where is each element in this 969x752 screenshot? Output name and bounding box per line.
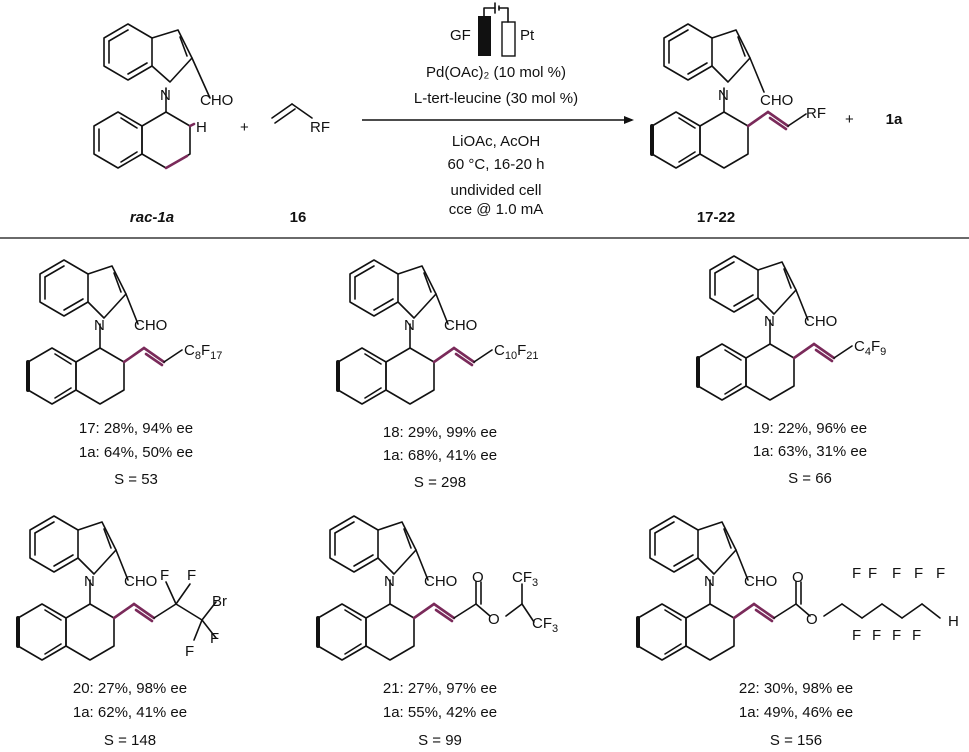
product-18-cho-label: CHO bbox=[444, 317, 477, 334]
reactant-label: rac-1a bbox=[130, 209, 174, 226]
product-20-f4: F bbox=[210, 630, 219, 647]
condition-current: cce @ 1.0 mA bbox=[449, 201, 543, 218]
condition-cell: undivided cell bbox=[451, 182, 542, 199]
alkene-16-structure bbox=[271, 103, 313, 124]
product-17-n-label: N bbox=[94, 317, 105, 334]
reactant-h-label: H bbox=[196, 119, 207, 136]
product-19-yield: 19: 22%, 96% ee bbox=[753, 420, 867, 437]
alkene-label: 16 bbox=[290, 209, 307, 226]
plus-sign-2: + bbox=[845, 111, 854, 128]
product-22-structure bbox=[636, 514, 941, 662]
product-18-yield: 18: 29%, 99% ee bbox=[383, 424, 497, 441]
product-21-o-ester: O bbox=[488, 611, 500, 628]
cathode-label: Pt bbox=[520, 27, 535, 44]
product-21-cf3-bottom: CF3 bbox=[532, 615, 558, 635]
product-17-cho-label: CHO bbox=[134, 317, 167, 334]
product-22-o-ester: O bbox=[806, 611, 818, 628]
product-22-h: H bbox=[948, 613, 959, 630]
byproduct-label: 1a bbox=[886, 111, 903, 128]
product-18-recovered: 1a: 68%, 41% ee bbox=[383, 447, 497, 464]
product-22-f-h: F bbox=[892, 627, 901, 644]
product-22-n-label: N bbox=[704, 573, 715, 590]
product-20-f2: F bbox=[187, 567, 196, 584]
product-21-recovered: 1a: 55%, 42% ee bbox=[383, 704, 497, 721]
product-21-selectivity: S = 99 bbox=[418, 732, 462, 749]
product-19-recovered: 1a: 63%, 31% ee bbox=[753, 443, 867, 460]
product-22-f-i: F bbox=[912, 627, 921, 644]
product-18-tail-label: C10F21 bbox=[494, 342, 539, 362]
product-20-n-label: N bbox=[84, 573, 95, 590]
product-19-cho-label: CHO bbox=[804, 313, 837, 330]
product-22-selectivity: S = 156 bbox=[770, 732, 822, 749]
product-20-f1: F bbox=[160, 567, 169, 584]
reaction-arrowhead bbox=[624, 116, 634, 124]
product-18-n-label: N bbox=[404, 317, 415, 334]
condition-additives: LiOAc, AcOH bbox=[452, 133, 540, 150]
product-21-o-carbonyl: O bbox=[472, 569, 484, 586]
product-17-tail-label: C8F17 bbox=[184, 342, 222, 362]
product-17-structure bbox=[26, 258, 183, 406]
product-17-selectivity: S = 53 bbox=[114, 471, 158, 488]
reactant-1a-structure bbox=[93, 23, 211, 170]
electrode-setup-icon bbox=[478, 2, 516, 57]
product-19-selectivity: S = 66 bbox=[788, 470, 832, 487]
product-19-tail-label: C4F9 bbox=[854, 338, 886, 358]
product-20-cho-label: CHO bbox=[124, 573, 157, 590]
product-label: 17-22 bbox=[697, 209, 735, 226]
product-17-yield: 17: 28%, 94% ee bbox=[79, 420, 193, 437]
product-22-cho-label: CHO bbox=[744, 573, 777, 590]
alkene-rf-label: RF bbox=[310, 119, 330, 136]
product-20-recovered: 1a: 62%, 41% ee bbox=[73, 704, 187, 721]
product-18-selectivity: S = 298 bbox=[414, 474, 466, 491]
product-21-yield: 21: 27%, 97% ee bbox=[383, 680, 497, 697]
condition-temp-time: 60 °C, 16-20 h bbox=[448, 156, 545, 173]
product-22-o-carbonyl: O bbox=[792, 569, 804, 586]
product-21-cho-label: CHO bbox=[424, 573, 457, 590]
product-22-f-e: F bbox=[936, 565, 945, 582]
product-22-recovered: 1a: 49%, 46% ee bbox=[739, 704, 853, 721]
product-18-structure bbox=[336, 258, 493, 406]
product-19-n-label: N bbox=[764, 313, 775, 330]
product-21-cf3-top: CF3 bbox=[512, 569, 538, 589]
product-17-recovered: 1a: 64%, 50% ee bbox=[79, 444, 193, 461]
product-22-f-c: F bbox=[892, 565, 901, 582]
product-generic-structure bbox=[650, 23, 807, 169]
anode-label: GF bbox=[450, 27, 471, 44]
product-22-f-f: F bbox=[852, 627, 861, 644]
product-20-selectivity: S = 148 bbox=[104, 732, 156, 749]
product-20-f3: F bbox=[185, 643, 194, 660]
plus-sign-1: + bbox=[240, 119, 249, 136]
product-22-yield: 22: 30%, 98% ee bbox=[739, 680, 853, 697]
reactant-n-label: N bbox=[160, 87, 171, 104]
product-cho-label: CHO bbox=[760, 92, 793, 109]
product-22-f-b: F bbox=[868, 565, 877, 582]
product-22-f-a: F bbox=[852, 565, 861, 582]
reactant-cho-label: CHO bbox=[200, 92, 233, 109]
product-21-structure bbox=[316, 514, 535, 662]
product-21-n-label: N bbox=[384, 573, 395, 590]
condition-ligand: L-tert-leucine (30 mol %) bbox=[414, 90, 578, 107]
product-20-yield: 20: 27%, 98% ee bbox=[73, 680, 187, 697]
product-20-br: Br bbox=[212, 593, 227, 610]
product-22-f-g: F bbox=[872, 627, 881, 644]
condition-catalyst: Pd(OAc)₂ (10 mol %) bbox=[426, 64, 566, 81]
product-20-structure bbox=[16, 514, 217, 662]
product-19-structure bbox=[696, 254, 853, 402]
product-rf-label: RF bbox=[806, 105, 826, 122]
product-22-f-d: F bbox=[914, 565, 923, 582]
product-n-label: N bbox=[718, 87, 729, 104]
